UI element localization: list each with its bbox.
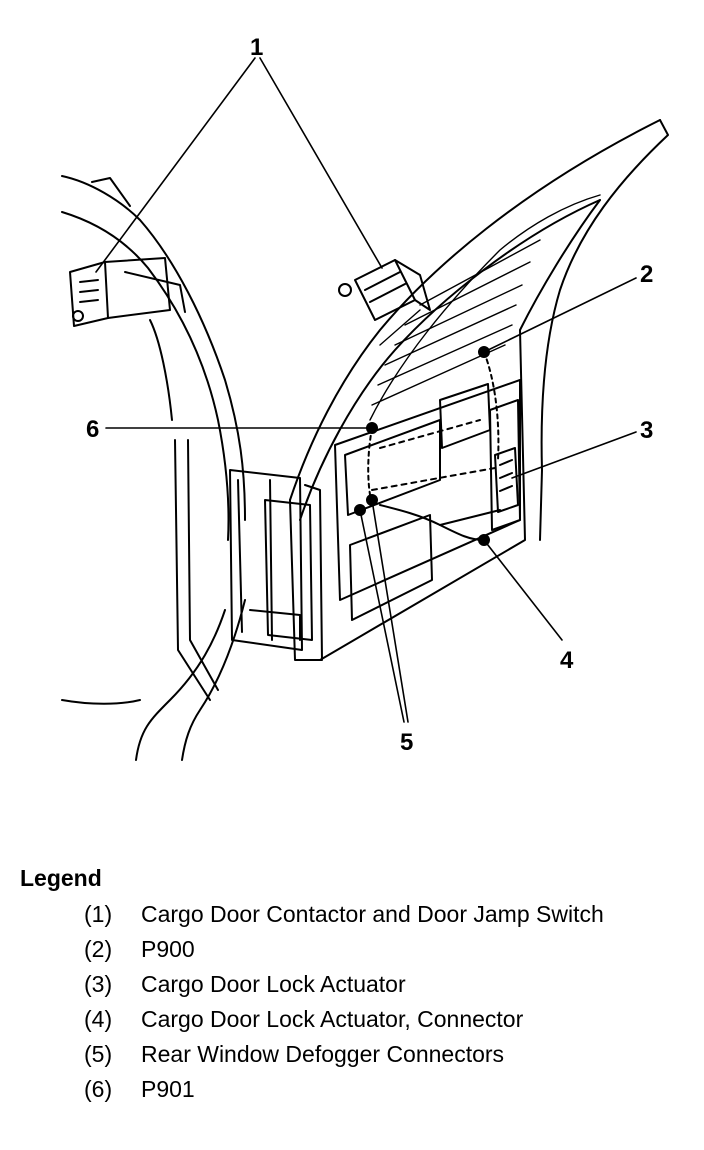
leader-3 (511, 431, 637, 479)
connectors (354, 346, 490, 546)
legend-list: (1) Cargo Door Contactor and Door Jamp S… (84, 900, 684, 1110)
legend-item-number: (1) (84, 901, 113, 927)
callout-4: 4 (560, 647, 574, 674)
leader-4 (483, 539, 563, 641)
leader-lines (95, 57, 637, 723)
body-pillar (61, 175, 246, 761)
legend-item-text: Cargo Door Contactor and Door Jamp Switc… (141, 901, 604, 927)
leader-5b (359, 509, 405, 723)
callout-1: 1 (250, 34, 263, 61)
legend-item-text: P900 (141, 936, 195, 962)
legend-item-number: (6) (84, 1076, 113, 1102)
legend-item-text: Cargo Door Lock Actuator, Connector (141, 1006, 524, 1032)
legend-item-number: (3) (84, 971, 113, 997)
legend-item: (6) P901 (84, 1075, 684, 1104)
leader-1a (95, 57, 256, 273)
callout-3: 3 (640, 417, 653, 444)
wiring-harness (367, 351, 501, 541)
cargo-door-diagram: 1 2 3 4 5 6 (61, 34, 669, 761)
legend-item: (3) Cargo Door Lock Actuator (84, 970, 684, 999)
legend-item-text: Rear Window Defogger Connectors (141, 1041, 505, 1067)
legend-item-number: (4) (84, 1006, 113, 1032)
leader-5a (371, 499, 409, 723)
cargo-door (289, 119, 669, 661)
callout-2: 2 (640, 261, 653, 288)
legend-item: (5) Rear Window Defogger Connectors (84, 1040, 684, 1069)
leader-2 (483, 277, 637, 353)
legend-item: (1) Cargo Door Contactor and Door Jamp S… (84, 900, 684, 929)
legend-item: (2) P900 (84, 935, 684, 964)
legend-item-number: (5) (84, 1041, 113, 1067)
door-contactor-left (69, 257, 186, 327)
legend-item-text: P901 (141, 1076, 195, 1102)
legend-item: (4) Cargo Door Lock Actuator, Connector (84, 1005, 684, 1034)
legend-item-number: (2) (84, 936, 113, 962)
legend-item-text: Cargo Door Lock Actuator (141, 971, 406, 997)
lock-actuator (494, 447, 519, 513)
legend-title: Legend (20, 865, 102, 891)
callout-6: 6 (86, 416, 99, 443)
callout-5: 5 (400, 729, 413, 756)
leader-1b (259, 57, 383, 269)
